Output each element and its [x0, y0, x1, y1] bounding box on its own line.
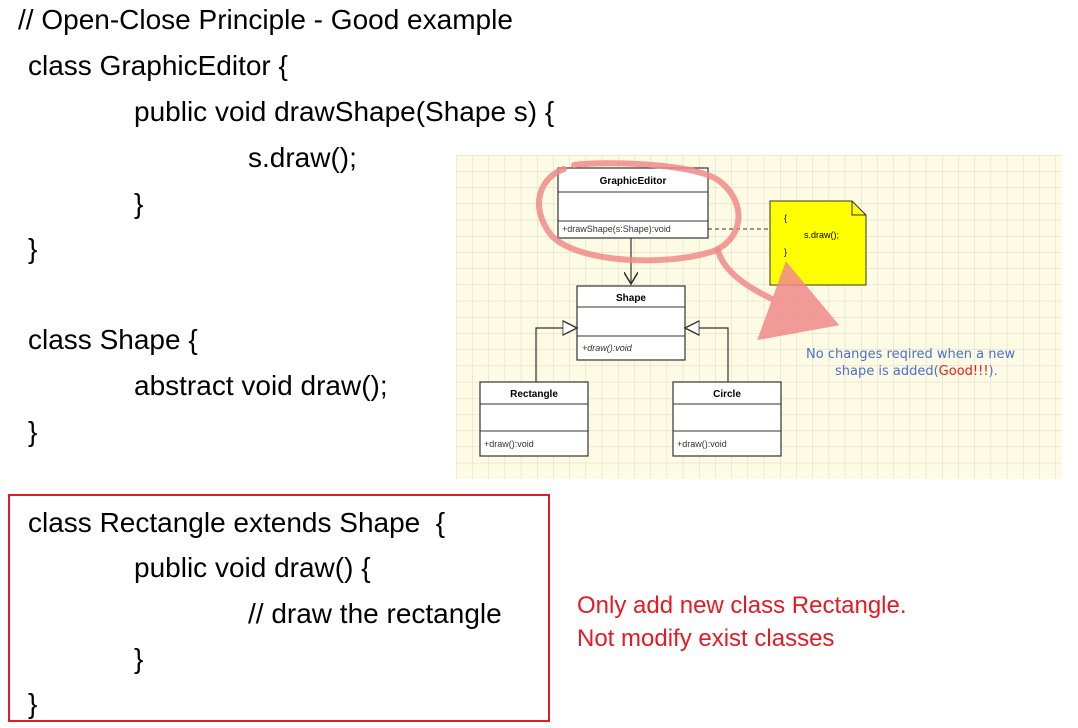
circle-method: +draw():void	[677, 439, 727, 449]
highlight-box-rectangle	[8, 494, 550, 722]
code-line-close-draw: }	[134, 643, 144, 674]
pink-highlight-arrow	[715, 247, 840, 341]
sticky-body: s.draw();	[804, 230, 839, 240]
graphiceditor-name: GraphicEditor	[600, 176, 667, 187]
annotation-line-2: shape is added(Good!!!).	[835, 364, 998, 379]
code-line-close-class: }	[28, 233, 38, 264]
code-line-class-shape: class Shape {	[28, 324, 198, 355]
code-comment: // Open-Close Principle - Good example	[18, 4, 513, 35]
shape-method: +draw():void	[582, 343, 633, 353]
inherit-arrow-rectangle	[535, 328, 577, 382]
annotation-line-1: No changes reqired when a new	[806, 347, 1015, 362]
pink-highlight-circle	[536, 160, 742, 264]
uml-diagram: GraphicEditor +drawShape(s:Shape):void {…	[456, 155, 1062, 479]
code-line-close-rectangle: }	[28, 688, 38, 719]
sticky-note: { s.draw(); }	[769, 200, 867, 286]
uml-class-shape: Shape +draw():void	[576, 285, 686, 361]
code-line-class-rectangle: class Rectangle extends Shape {	[28, 507, 446, 538]
code-line-close-shape: }	[28, 416, 38, 447]
code-line-sdraw: s.draw();	[248, 142, 357, 173]
inherit-arrow-circle	[685, 328, 729, 382]
uml-class-circle: Circle +draw():void	[672, 381, 782, 457]
code-line-draw-comment: // draw the rectangle	[248, 598, 502, 629]
rectangle-name: Rectangle	[510, 389, 558, 400]
shape-name: Shape	[616, 293, 646, 304]
code-line-abstract-draw: abstract void draw();	[134, 370, 388, 401]
uml-class-rectangle: Rectangle +draw():void	[479, 381, 589, 457]
code-line-class-graphiceditor: class GraphicEditor {	[28, 50, 288, 81]
note-line-2: Not modify exist classes	[577, 625, 835, 652]
graphiceditor-method: +drawShape(s:Shape):void	[562, 224, 671, 234]
note-line-1: Only add new class Rectangle.	[577, 592, 907, 619]
sticky-close-brace: }	[784, 247, 787, 257]
sticky-open-brace: {	[784, 213, 787, 223]
code-line-close-method: }	[134, 188, 144, 219]
code-line-draw-method: public void draw() {	[134, 552, 371, 583]
circle-name: Circle	[713, 389, 741, 400]
uml-class-graphiceditor: GraphicEditor +drawShape(s:Shape):void	[557, 167, 709, 239]
rectangle-method: +draw():void	[484, 439, 534, 449]
code-line-drawshape: public void drawShape(Shape s) {	[134, 96, 555, 127]
